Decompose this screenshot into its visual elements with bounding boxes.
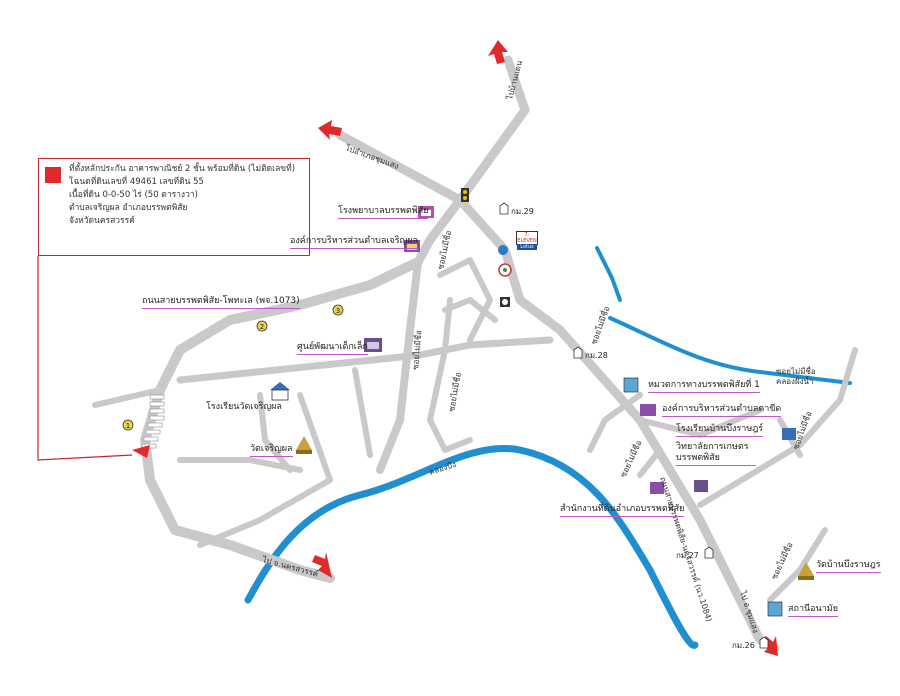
marker-1 [122,419,134,431]
traffic-light-icon [461,188,469,202]
store-line-2: Lotus [517,244,537,250]
bank-icon [498,263,512,277]
temple-icon [296,436,312,454]
soi-label-h: ซอยไม่มีชื่อ [776,365,816,376]
school-charoenphon-label: โรงเรียนวัดเจริญผล [206,402,282,412]
roads [92,55,858,653]
school-east-icon [782,428,796,440]
km29-label: กม.29 [511,207,534,216]
waterways [244,246,852,649]
legend-line: เนื้อที่ดิน 0-0-50 ไร่ (50 ตารางวา) [69,190,198,200]
marker-1-label: 1 [126,422,130,430]
legend-line: ตำบลเจริญผล อำเภอบรรพตพิสัย [69,203,188,213]
marker-3 [332,304,344,316]
arrow-northwest-icon [318,120,342,140]
land-office-label: สำนักงานที่ดินอำเภอบรรพตพิสัย [560,504,685,517]
child-center-icon [364,338,382,352]
post-icon [500,297,510,307]
health-station-label: สถานีอนามัย [788,604,838,617]
numbered-markers: 1 2 3 [122,304,344,431]
km28-label: กม.28 [585,351,608,360]
building-icons [270,206,814,617]
soi-label-d: ซอยไม่มีชื่อ [588,304,612,345]
highway-1073-label: ถนนสายบรรพตพิสัย-โพทะเล (พจ.1073) [142,296,300,309]
wat-charoenphon-label: วัดเจริญผล [250,444,293,457]
sao-charoenphon-label: องค์การบริหารส่วนตำบลเจริญผล [290,236,418,249]
arrow-southwest-icon [312,552,332,578]
legend-swatch [45,167,61,183]
legend-line: ที่ตั้งหลักประกัน อาคารพาณิชย์ 2 ชั้น พร… [69,164,296,174]
soi-label-g: ซอยไม่มีชื่อ [768,540,795,581]
hospital-icon [418,206,434,218]
school-icon [270,382,290,401]
gas-station-icon [498,245,508,255]
leader-line [37,256,133,461]
sao-tk-label: องค์การบริหารส่วนตำบลตาขีด [662,404,782,417]
store-badge-icon: 7-ELEVEN Lotus [516,231,538,250]
marker-2-label: 2 [260,323,264,331]
legend: ที่ตั้งหลักประกัน อาคารพาณิชย์ 2 ชั้น พร… [38,158,310,256]
soi-label-b: ซอยไม่มีชื่อ [409,329,423,370]
canal-right-label: คลองฝั่งน้ำ [776,375,814,386]
property-location [37,256,150,461]
arrow-north-icon [488,40,508,64]
college-icon [694,480,708,492]
hospital-label: โรงพยาบาลบรรพตพิสัย [338,206,429,219]
school-nong-bua-label: โรงเรียนบ้านบึงราษฎร์ [676,424,764,437]
sao-tk-icon [640,404,656,416]
land-office-icon [650,482,664,494]
store-line-1: 7-ELEVEN [517,232,537,244]
sao-icon [404,240,420,252]
marker-3-label: 3 [336,307,340,315]
canal-north [595,246,622,302]
km27-label: กม.27 [676,551,699,560]
temple-east-icon [798,562,814,580]
highway-district-icon [623,377,639,393]
highway-district-label: หมวดการทางบรรพตพิสัยที่ 1 [648,380,760,393]
km-post-icons [499,202,769,649]
canal-right [608,316,852,385]
agri-college-label: วิทยาลัยการเกษตรบรรพตพิสัย [676,442,756,466]
property-marker-icon [132,445,150,458]
legend-text: ที่ตั้งหลักประกัน อาคารพาณิชย์ 2 ชั้น พร… [69,163,295,228]
health-station-icon [767,601,783,617]
wat-ban-bueng-label: วัดบ้านบึงราษฎร [816,560,881,573]
legend-line: โฉนดที่ดินเลขที่ 49461 เลขที่ดิน 55 [69,177,204,187]
soi-label-c: ซอยไม่มีชื่อ [445,371,463,412]
legend-line: จังหวัดนครสวรรค์ [69,216,135,226]
km26-label: กม.26 [732,641,755,650]
marker-2 [256,320,268,332]
child-center-label: ศูนย์พัฒนาเด็กเล็ก [297,342,368,355]
river [244,445,699,649]
